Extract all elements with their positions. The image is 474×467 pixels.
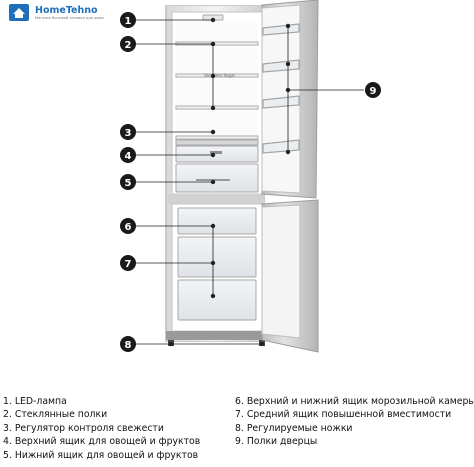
svg-text:6: 6 bbox=[125, 222, 132, 233]
svg-text:9: 9 bbox=[370, 86, 377, 97]
legend-item: 7. Средний ящик повышенной вместимости bbox=[235, 409, 452, 421]
glass-shelf bbox=[175, 41, 259, 46]
legend-item: 4. Верхний ящик для овощей и фруктов bbox=[3, 436, 201, 448]
freshness-regulator bbox=[175, 139, 259, 146]
callouts: 1 2 3 4 5 6 7 8 9 bbox=[120, 12, 381, 352]
glass-shelf bbox=[175, 73, 259, 78]
freezer-drawers bbox=[177, 207, 257, 321]
callout-6: 6 bbox=[120, 218, 136, 234]
callout-9: 9 bbox=[365, 82, 381, 98]
house-icon bbox=[9, 4, 29, 21]
callout-1: 1 bbox=[120, 12, 136, 28]
legend-item: 5. Нижний ящик для овощей и фруктов bbox=[3, 449, 199, 461]
door-shelves bbox=[262, 23, 300, 154]
door-shelf bbox=[262, 139, 300, 154]
legend-item: 6. Верхний и нижний ящик морозильной кам… bbox=[235, 396, 474, 407]
freezer-upper-drawer bbox=[177, 207, 257, 235]
legend-right-column: 6. Верхний и нижний ящик морозильной кам… bbox=[235, 395, 474, 449]
lower-crisper-drawer bbox=[175, 163, 259, 193]
legend-item: 8. Регулируемые ножки bbox=[235, 422, 353, 434]
svg-text:5: 5 bbox=[125, 178, 132, 189]
door-shelf bbox=[262, 95, 300, 109]
legend-item: 3. Регулятор контроля свежести bbox=[3, 422, 164, 434]
drawer-handle bbox=[210, 151, 222, 154]
svg-text:8: 8 bbox=[125, 340, 132, 351]
callout-4: 4 bbox=[120, 147, 136, 163]
callout-3: 3 bbox=[120, 124, 136, 140]
svg-text:7: 7 bbox=[125, 259, 132, 270]
door-shelf bbox=[262, 59, 300, 73]
brand-name: HomeTehno bbox=[35, 5, 98, 16]
shelf-label: Stemless Regal bbox=[204, 73, 235, 78]
glass-shelf bbox=[175, 105, 259, 110]
callout-2: 2 bbox=[120, 36, 136, 52]
callout-5: 5 bbox=[120, 174, 136, 190]
svg-text:1: 1 bbox=[125, 16, 132, 27]
glass-shelves bbox=[175, 41, 259, 140]
svg-text:3: 3 bbox=[125, 128, 132, 139]
fridge-door bbox=[261, 0, 319, 199]
svg-text:2: 2 bbox=[125, 40, 132, 51]
callout-8: 8 bbox=[120, 336, 136, 352]
legend-item: 1. LED-лампа bbox=[3, 396, 67, 407]
legend-item: 9. Полки дверцы bbox=[235, 436, 318, 448]
svg-text:4: 4 bbox=[125, 151, 132, 162]
legend-item: 2. Стеклянные полки bbox=[3, 409, 108, 421]
freezer-lower-drawer bbox=[177, 279, 257, 321]
callout-leaders bbox=[136, 17, 364, 347]
freezer-door bbox=[261, 199, 319, 353]
legend-left-column: 1. LED-лампа 2. Стеклянные полки 3. Регу… bbox=[3, 395, 200, 462]
freezer-middle-drawer bbox=[177, 236, 257, 278]
brand-tagline: Магазин бытовой техники для дома bbox=[35, 16, 104, 20]
glass-shelf bbox=[175, 135, 259, 140]
callout-7: 7 bbox=[120, 255, 136, 271]
brand-logo: HomeTehno Магазин бытовой техники для до… bbox=[8, 3, 118, 23]
